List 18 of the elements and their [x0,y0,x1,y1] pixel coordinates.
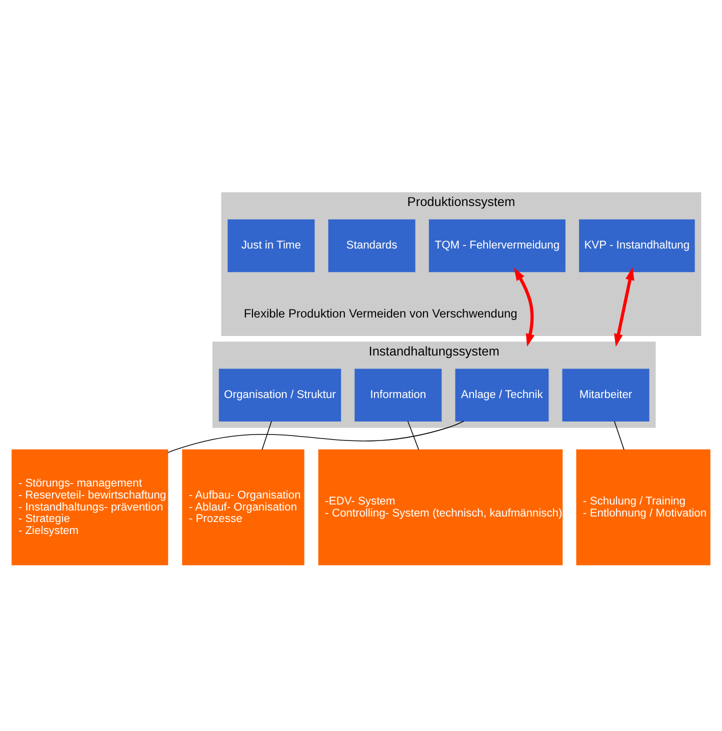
node-box: Organisation / Struktur [218,368,342,421]
node-box: Standards [328,218,416,272]
arrow [614,266,634,346]
node-box: TQM - Fehlervermeidung [428,218,566,272]
node-box: - Schulung / Training - Entlohnung / Motivation [576,448,710,565]
connector [407,420,420,450]
node-box: - Aufbau- Organisation - Ablauf- Organisation - Prozesse [182,448,304,565]
connector [167,420,464,453]
arrow [514,267,535,346]
node-box: -EDV- System - Controlling- System (technisch, kaufmännisch) [318,448,563,565]
node-box: - Störungs- management - Reserveteil- bewirtschaftung - Instandhaltungs- prävention - Strategie - Zielsystem [12,448,168,565]
connector [614,420,624,450]
node-box: Mitarbeiter [562,368,650,421]
node-box: KVP - Instandhaltung [579,218,695,272]
node-box: Information [354,368,442,421]
node-box: Anlage / Technik [455,368,549,421]
node-box: Just in Time [228,218,315,272]
connector [262,420,272,450]
